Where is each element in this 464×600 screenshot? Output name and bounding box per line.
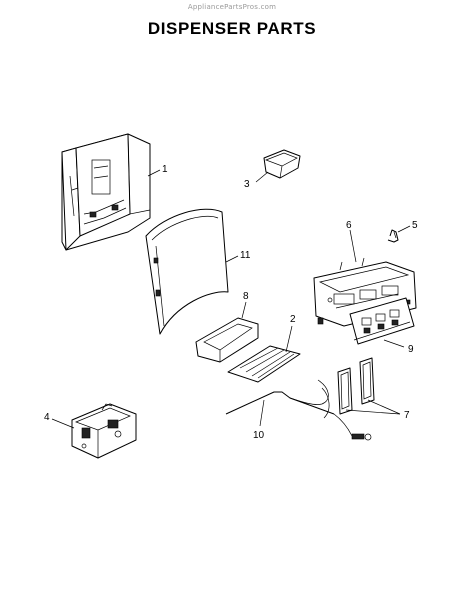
part-9-control-board[interactable] — [349, 297, 415, 345]
callout-3: 3 — [244, 179, 250, 190]
part-5-clip[interactable] — [387, 229, 399, 243]
callout-9: 9 — [408, 344, 414, 355]
part-7-pads[interactable] — [337, 357, 375, 415]
callout-11: 11 — [240, 250, 251, 261]
part-2-drip-tray[interactable] — [227, 345, 301, 383]
callout-4: 4 — [44, 412, 50, 423]
callout-5: 5 — [412, 220, 418, 231]
callout-1: 1 — [162, 164, 168, 175]
part-4-actuator-assembly[interactable] — [71, 403, 137, 459]
callout-7: 7 — [404, 410, 410, 421]
part-11-curved-panel[interactable] — [145, 208, 229, 335]
page-title: DISPENSER PARTS — [147, 19, 317, 38]
callout-10: 10 — [253, 430, 265, 441]
callout-6: 6 — [346, 220, 352, 231]
callout-8: 8 — [243, 291, 249, 302]
part-3-cap[interactable] — [263, 149, 301, 179]
part-8-tray[interactable] — [195, 317, 259, 363]
part-10-tube[interactable] — [225, 379, 372, 441]
part-1-dispenser-housing[interactable] — [61, 133, 151, 251]
callout-2: 2 — [290, 314, 296, 325]
watermark: AppliancePartsPros.com — [187, 3, 277, 11]
